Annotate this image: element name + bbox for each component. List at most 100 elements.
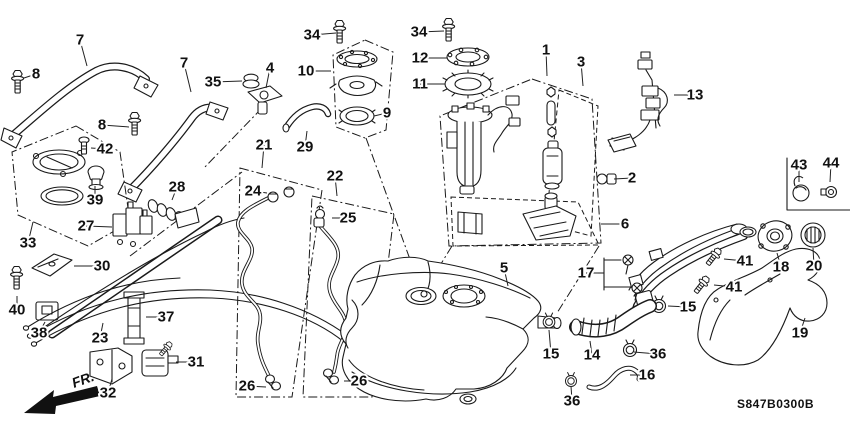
part-21-pipe-kit [235, 167, 323, 398]
part-35-nut [242, 73, 260, 89]
callout-36: 36 [564, 393, 581, 410]
part-7-strap-a [0, 62, 159, 149]
callout-44: 44 [823, 155, 840, 172]
callout-39: 39 [87, 192, 104, 209]
callout-leader-9 [373, 112, 388, 117]
callout-9: 9 [383, 105, 391, 122]
callout-15: 15 [543, 346, 560, 363]
callout-31: 31 [188, 354, 205, 371]
callout-34: 34 [304, 27, 321, 44]
callout-19: 19 [792, 325, 809, 342]
callout-leader-8 [23, 73, 37, 79]
callout-leader-38 [38, 321, 46, 334]
callout-leader-22 [334, 175, 338, 197]
callout-leader-5 [503, 267, 509, 287]
callout-6: 6 [621, 216, 629, 233]
callout-leader-36 [633, 351, 659, 355]
part-5-fuel-tank [340, 256, 562, 405]
callout-30: 30 [94, 258, 111, 275]
callout-26: 26 [239, 378, 256, 395]
callout-leader-15 [667, 305, 689, 308]
callout-17: 17 [578, 265, 595, 282]
callout-26: 26 [351, 373, 368, 390]
callout-leader-29 [304, 130, 308, 148]
callout-2: 2 [628, 170, 636, 187]
callout-12: 12 [412, 50, 429, 67]
callout-leader-2 [613, 177, 633, 180]
callout-13: 13 [687, 87, 704, 104]
callout-35: 35 [205, 74, 222, 91]
callout-leader-24 [252, 190, 268, 194]
part-28-clip-strip [147, 199, 200, 229]
callout-18: 18 [773, 259, 790, 276]
part-8-bolt-b [128, 111, 142, 136]
part-13-fuel-sender [607, 51, 668, 153]
part-8-bolt-a [11, 69, 25, 94]
part-14-filler-hose [569, 299, 657, 338]
part-43-clamp [792, 175, 810, 202]
part-37-bracket [123, 291, 145, 345]
callout-leader-44 [829, 162, 832, 183]
part-38-clip [35, 301, 59, 321]
part-32-bracket [89, 347, 133, 385]
callout-leader-23 [99, 322, 104, 339]
callout-41: 41 [737, 253, 754, 270]
front-arrow-icon [24, 386, 100, 414]
callout-27: 27 [78, 218, 95, 235]
part-44-fastener [820, 185, 838, 199]
callout-3: 3 [577, 54, 585, 71]
callout-leader-28 [171, 186, 178, 201]
part-7-strap-b [117, 101, 229, 203]
callout-41: 41 [726, 279, 743, 296]
callout-11: 11 [412, 76, 428, 93]
callout-leader-41 [723, 258, 746, 262]
part-40-bolt [10, 265, 24, 290]
callout-leader-7 [79, 39, 88, 67]
pump-module-drawing [446, 95, 521, 195]
callout-leader-27 [85, 225, 113, 228]
part-27-valve-assy [112, 201, 153, 248]
callout-leader-41 [713, 284, 735, 288]
part-36-clamp-b [565, 372, 577, 387]
part-19-tank-protector [697, 247, 828, 366]
front-direction-indicator: FR. [24, 368, 100, 414]
part-42-screw [78, 136, 90, 155]
front-direction-label: FR. [70, 368, 97, 391]
callout-7: 7 [180, 55, 188, 72]
callout-leader-34 [311, 32, 337, 36]
callout-8: 8 [32, 66, 40, 83]
fuel-pipes [22, 215, 354, 349]
callout-20: 20 [806, 258, 823, 275]
callout-25: 25 [340, 210, 357, 227]
callout-leader-34 [418, 30, 445, 33]
part-31-valve [141, 339, 179, 377]
callout-23: 23 [92, 330, 109, 347]
part-15-clamp-b [542, 312, 556, 329]
callout-22: 22 [327, 168, 344, 185]
callout-16: 16 [639, 367, 656, 384]
callout-leader-33 [27, 221, 34, 244]
part-4-bracket [247, 85, 283, 115]
part-33-sender-box [11, 125, 131, 247]
part-41-bolt-b [691, 273, 712, 296]
callout-leader-1 [545, 49, 548, 77]
part-18-filler-neck [757, 220, 793, 252]
callout-leader-4 [265, 67, 271, 89]
callout-21: 21 [256, 137, 273, 154]
callout-leader-26 [246, 385, 267, 388]
callout-15: 15 [680, 299, 697, 316]
part-20-fuel-cap [800, 222, 826, 248]
callout-leader-8 [101, 124, 130, 128]
callout-leader-35 [212, 80, 243, 83]
callout-leader-18 [776, 252, 782, 268]
callout-leader-20 [812, 247, 815, 267]
callout-leader-36 [570, 385, 573, 402]
callout-36: 36 [650, 346, 667, 363]
callout-5: 5 [500, 260, 508, 277]
callout-32: 32 [100, 385, 117, 402]
callout-7: 7 [76, 32, 84, 49]
callout-leader-42 [90, 147, 106, 150]
diagram-part-code: S847B0300B [737, 397, 814, 411]
callout-leader-7 [183, 62, 192, 93]
